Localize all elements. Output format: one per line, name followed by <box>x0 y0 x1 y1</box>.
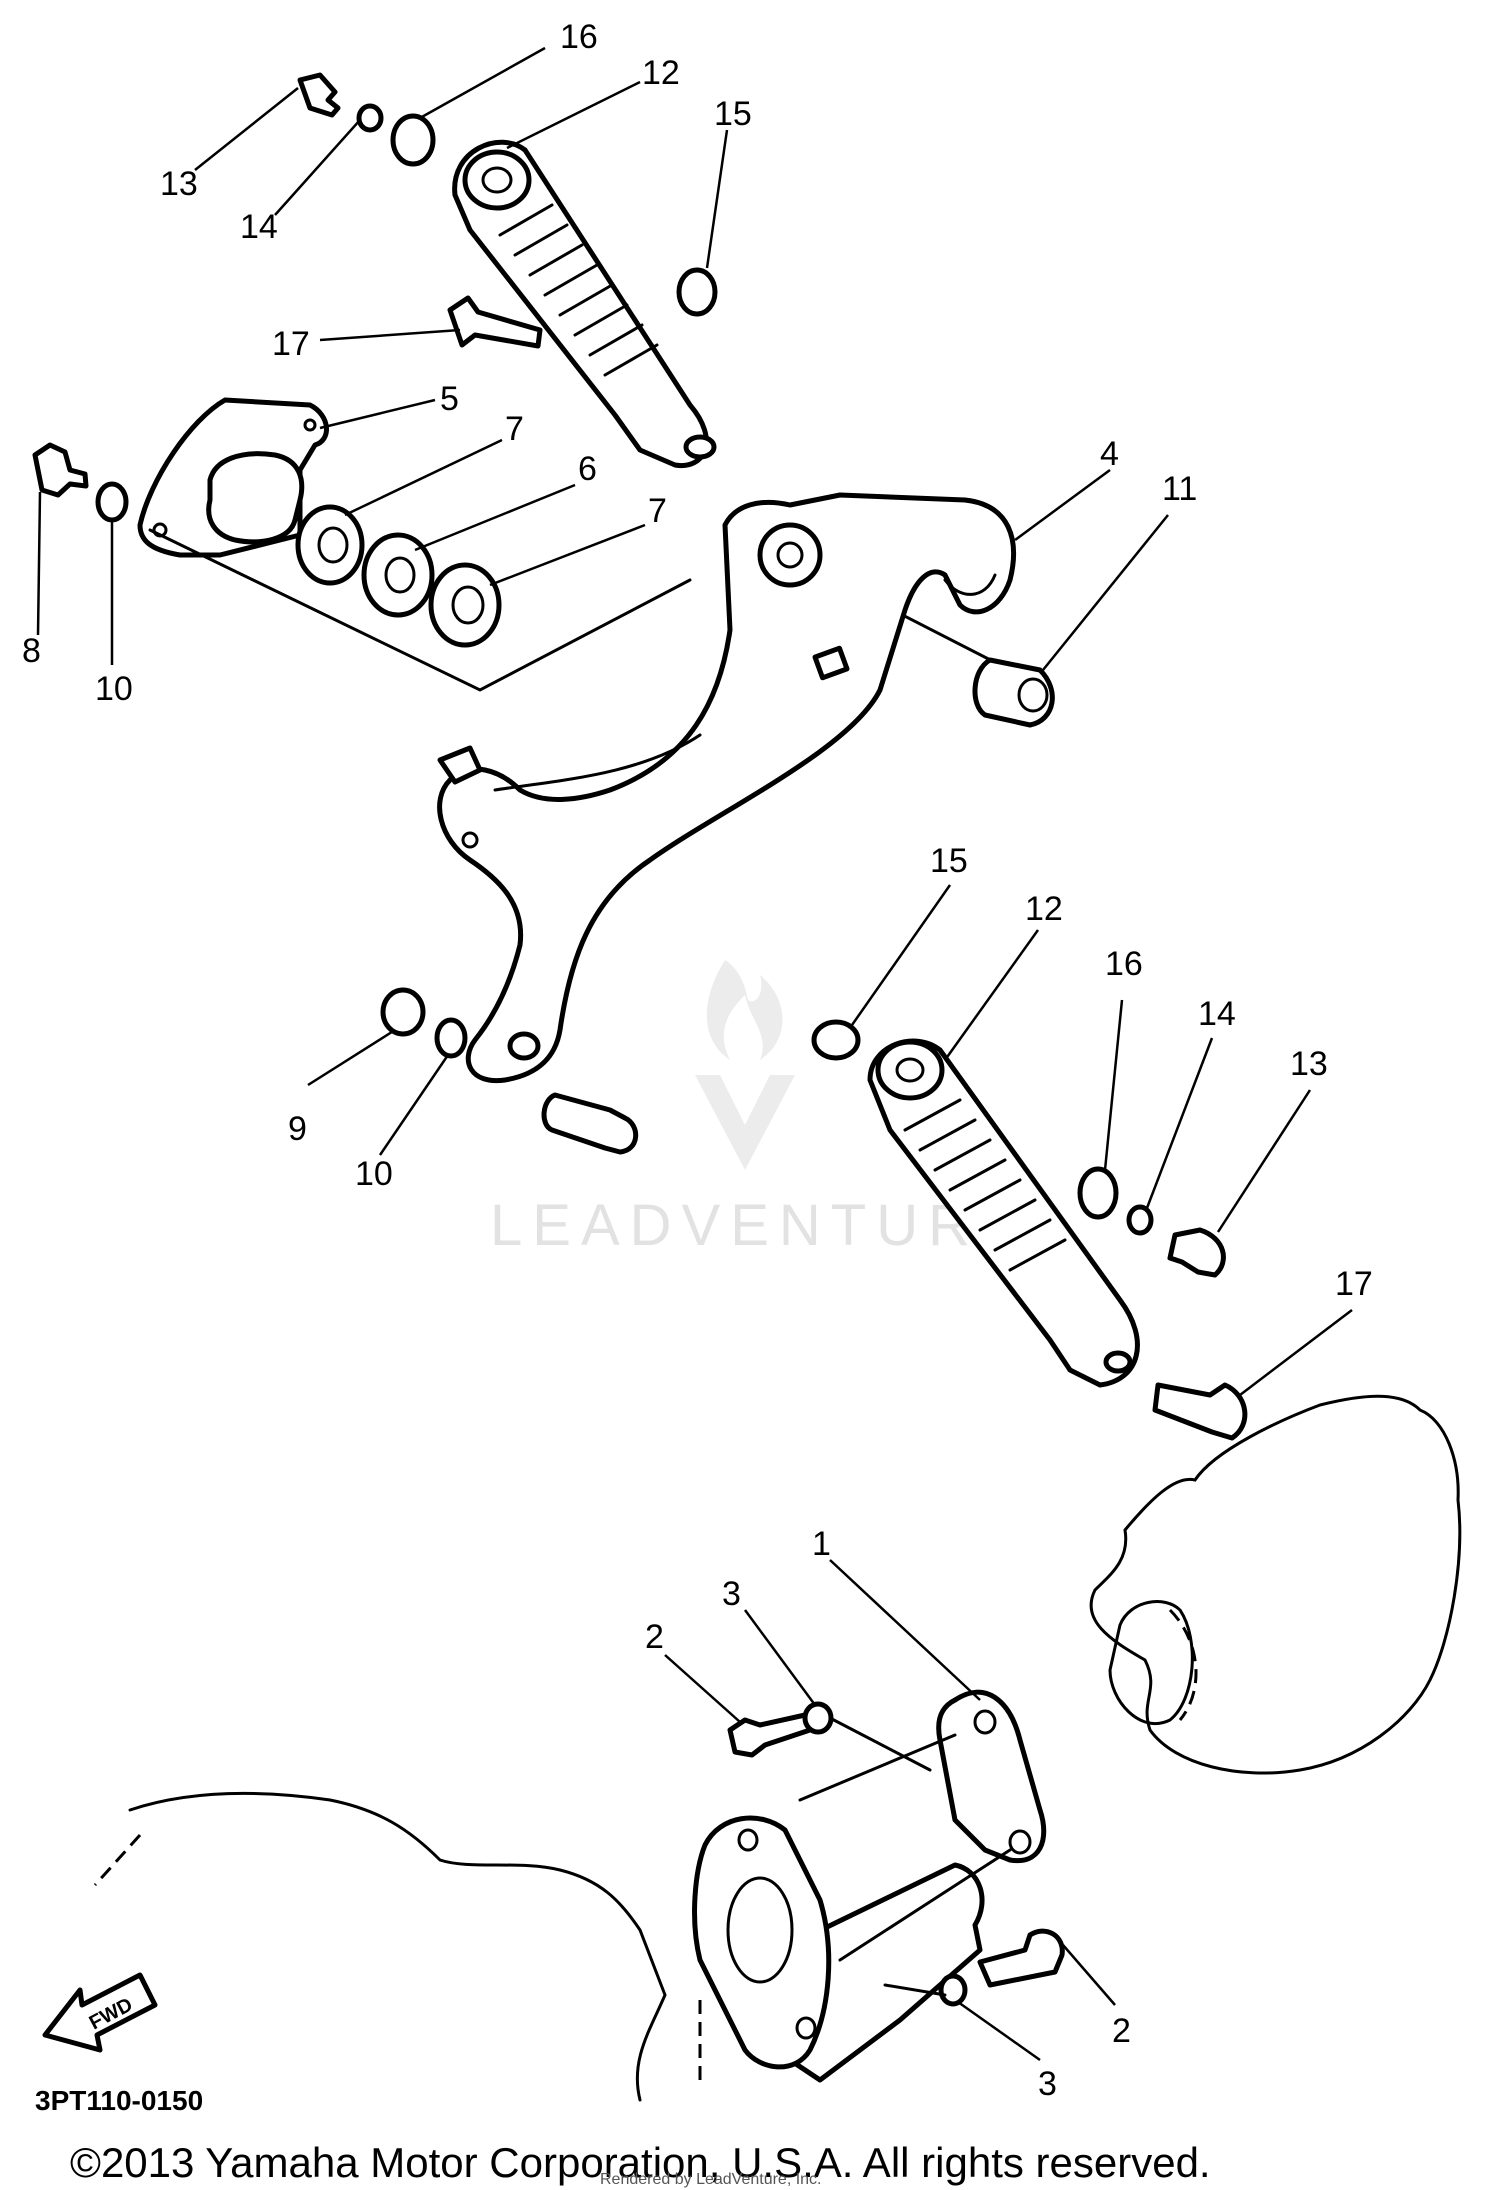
bolt-13-upper <box>297 72 341 118</box>
leader-lines <box>36 46 1353 2062</box>
callout-7a: 7 <box>505 410 524 448</box>
shaft-line-left <box>148 528 692 692</box>
washer-16-upper <box>390 113 436 167</box>
engine-case-outline <box>1089 1394 1462 1775</box>
callout-6: 6 <box>578 450 597 488</box>
bolt-arm-lower <box>541 1092 639 1155</box>
callout-14-lower: 14 <box>1198 995 1236 1033</box>
washer-3-lower <box>938 1973 968 2007</box>
watermark-text: LEADVENTURE <box>490 1193 1029 1258</box>
callout-12-lower: 12 <box>1025 890 1063 928</box>
callout-9: 9 <box>288 1110 307 1148</box>
callout-labels: 16 12 15 13 14 17 5 7 6 7 4 11 8 10 15 1… <box>22 18 1373 2103</box>
engine-boss <box>1108 1600 1194 1726</box>
forward-arrow-icon: FWD <box>42 1972 158 2053</box>
bolt-2-upper <box>727 1712 813 1758</box>
bracket-5 <box>137 397 329 558</box>
callout-11: 11 <box>1162 470 1197 508</box>
washer-16-lower <box>1077 1166 1119 1220</box>
callout-17-upper: 17 <box>272 325 310 363</box>
watermark-v-icon <box>695 1075 795 1170</box>
callout-2-lower: 2 <box>1112 2012 1131 2050</box>
callout-3-lower: 3 <box>1038 2065 1057 2103</box>
lower-engine-outline <box>128 1791 667 2102</box>
watermark-flame-icon <box>706 960 783 1060</box>
callout-2-upper: 2 <box>645 1618 664 1656</box>
callout-4: 4 <box>1100 435 1119 473</box>
washer-10-lower <box>434 1017 468 1059</box>
engine-hidden-edge <box>1168 1608 1198 1721</box>
bolt-2-lower <box>977 1928 1065 1988</box>
callout-13-upper: 13 <box>160 165 198 203</box>
bolt-17-upper <box>447 295 543 349</box>
washer-3-upper <box>802 1701 834 1735</box>
callout-15-lower: 15 <box>930 842 968 880</box>
callout-17-lower: 17 <box>1335 1265 1373 1303</box>
callout-10-upper: 10 <box>95 670 133 708</box>
washer-15-upper <box>676 267 718 317</box>
bearing-7b <box>428 562 502 648</box>
copyright-notice: ©2013 Yamaha Motor Corporation, U.S.A. A… <box>70 2139 1211 2186</box>
bolt-13-lower <box>1167 1227 1226 1278</box>
upper-shock-absorber <box>452 139 717 469</box>
rendered-by-notice: Rendered by LeadVenture, Inc. <box>600 2171 822 2188</box>
callout-3-upper: 3 <box>722 1575 741 1613</box>
watermark: LEADVENTURE <box>490 960 1029 1258</box>
lower-shock-absorber <box>867 1038 1140 1388</box>
intake-joint-1 <box>692 1689 1047 2083</box>
nut-9 <box>380 987 426 1037</box>
washer-10-upper <box>95 481 129 523</box>
washer-14-lower <box>1126 1204 1154 1236</box>
callout-16-upper: 16 <box>560 18 598 56</box>
rear-arm-4 <box>437 492 1017 1084</box>
washer-14-upper <box>356 103 384 133</box>
lower-engine-hidden <box>93 1833 702 2080</box>
callout-16-lower: 16 <box>1105 945 1143 983</box>
callout-7b: 7 <box>648 492 667 530</box>
callout-10-lower: 10 <box>355 1155 393 1193</box>
washer-15-lower <box>811 1019 861 1061</box>
diagram-code: 3PT110-0150 <box>35 2085 203 2116</box>
callout-12-upper: 12 <box>642 54 680 92</box>
collar-6 <box>361 532 435 618</box>
joint-reference-lines <box>828 1716 947 1997</box>
callout-15-upper: 15 <box>714 95 752 133</box>
callout-14-upper: 14 <box>240 208 278 246</box>
collar-11 <box>972 657 1055 728</box>
bolt-17-lower <box>1152 1382 1248 1441</box>
callout-8: 8 <box>22 632 41 670</box>
callout-13-lower: 13 <box>1290 1045 1328 1083</box>
bearing-7a <box>295 504 365 586</box>
bolt-8 <box>32 442 89 498</box>
callout-1: 1 <box>812 1525 831 1563</box>
callout-5: 5 <box>440 380 459 418</box>
